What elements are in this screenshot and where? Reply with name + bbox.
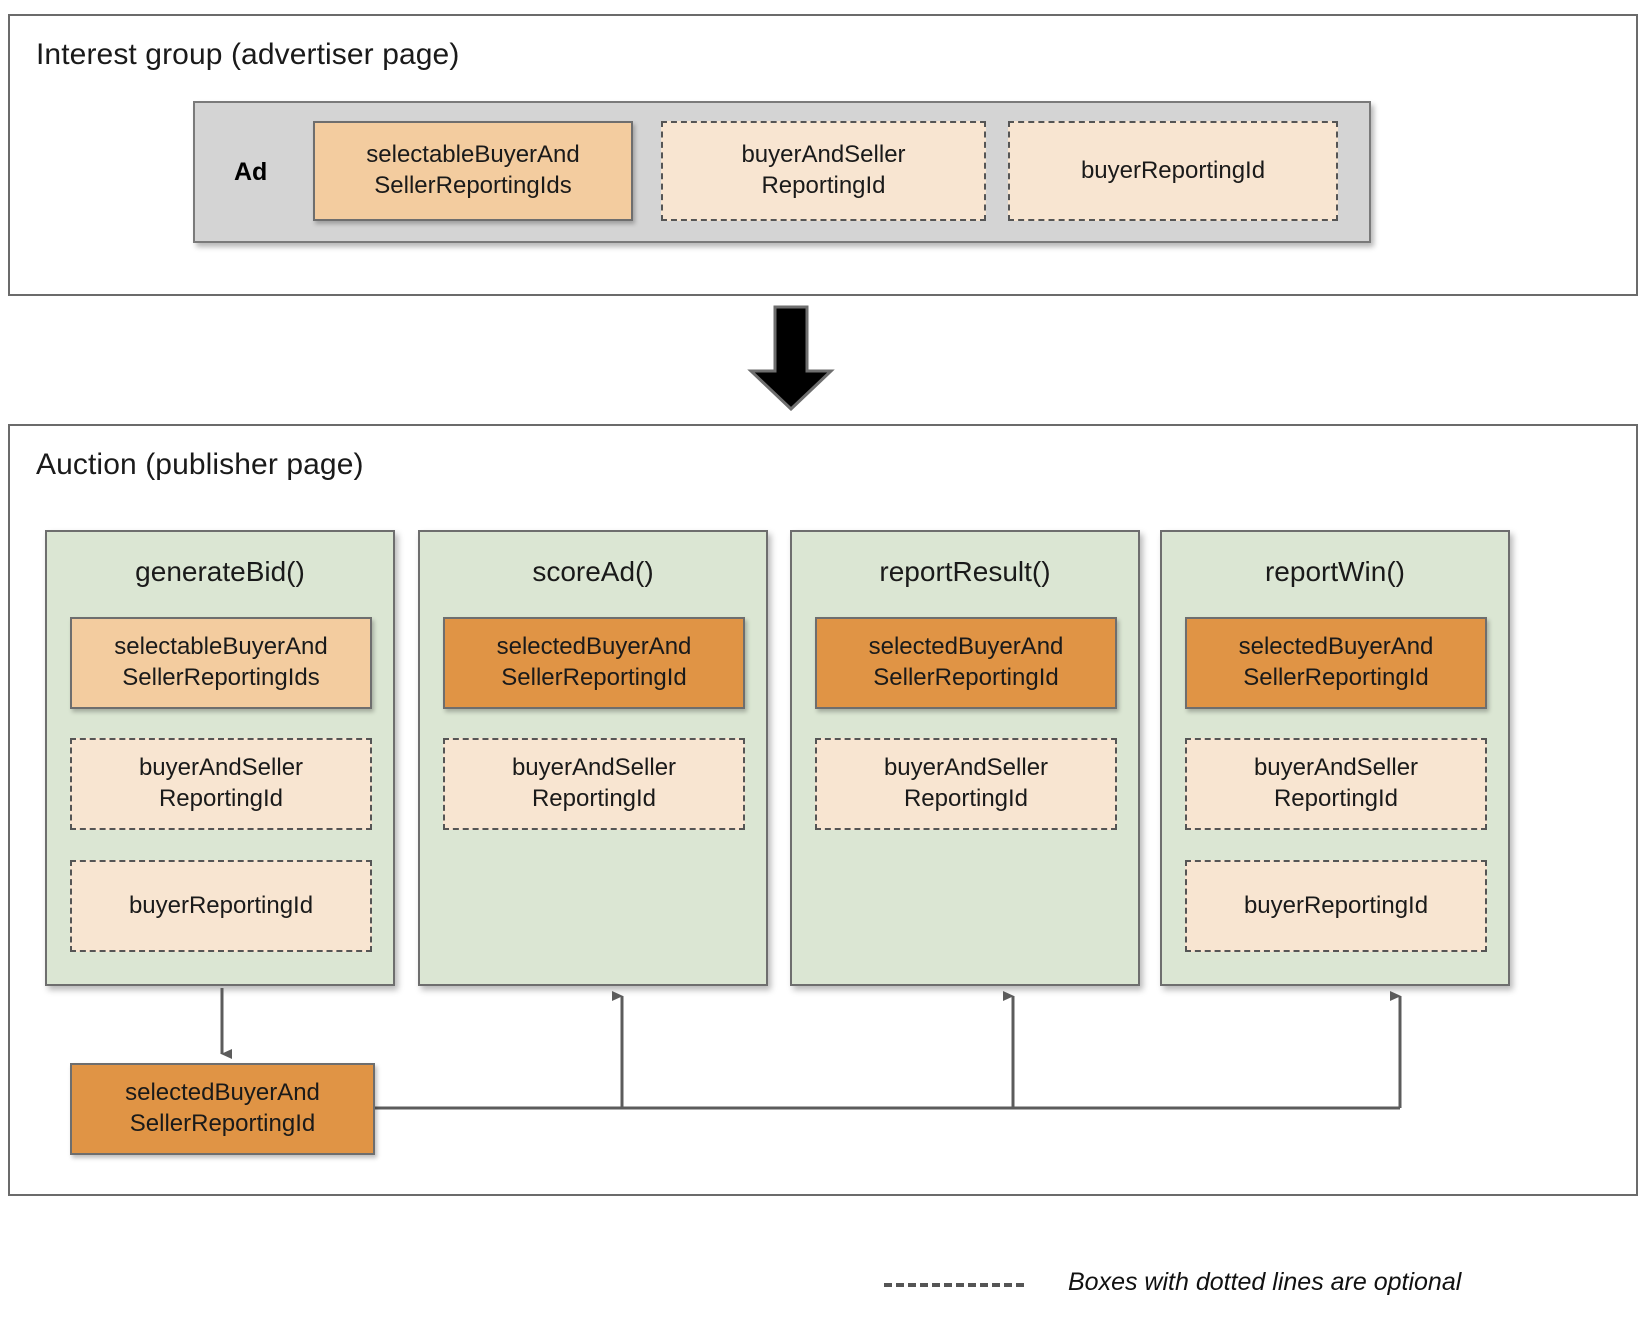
ig-box-buyer-reporting-id: buyerReportingId	[1008, 121, 1338, 221]
function-title-report-result: reportResult()	[879, 556, 1051, 587]
auction-title: Auction (publisher page)	[36, 448, 364, 481]
rr-box-0-label: selectedBuyerAnd SellerReportingId	[868, 633, 1064, 691]
rr-box-buyer-and-seller-reporting-id: buyerAndSeller ReportingId	[815, 738, 1117, 830]
interest-group-title: Interest group (advertiser page)	[36, 38, 460, 71]
ig-box-2-label: buyerReportingId	[1080, 156, 1266, 184]
function-title-report-win: reportWin()	[1264, 556, 1405, 587]
ig-box-1-label: buyerAndSeller ReportingId	[741, 141, 906, 199]
gb-box-buyer-and-seller-reporting-id: buyerAndSeller ReportingId	[70, 738, 372, 830]
ig-box-selectable-buyer-and-seller-reporting-ids: selectableBuyerAnd SellerReportingIds	[313, 121, 633, 221]
gb-box-1-label: buyerAndSeller ReportingId	[138, 754, 304, 812]
gb-box-2-label: buyerReportingId	[128, 891, 314, 919]
sa-box-0-label: selectedBuyerAnd SellerReportingId	[496, 633, 692, 691]
sa-box-selected-buyer-and-seller-reporting-id: selectedBuyerAnd SellerReportingId	[443, 617, 745, 709]
ad-label: Ad	[234, 158, 268, 186]
rr-box-selected-buyer-and-seller-reporting-id: selectedBuyerAnd SellerReportingId	[815, 617, 1117, 709]
gb-box-buyer-reporting-id: buyerReportingId	[70, 860, 372, 952]
function-title-score-ad: scoreAd()	[532, 556, 654, 587]
ig-box-buyer-and-seller-reporting-id: buyerAndSeller ReportingId	[661, 121, 986, 221]
rw-box-0-label: selectedBuyerAnd SellerReportingId	[1238, 633, 1434, 691]
gb-box-0-label: selectableBuyerAnd SellerReportingIds	[114, 633, 328, 691]
output-box-label: selectedBuyerAnd SellerReportingId	[125, 1079, 320, 1137]
rr-box-1-label: buyerAndSeller ReportingId	[883, 754, 1049, 812]
legend-dashed-sample	[884, 1283, 1024, 1287]
output-box-selected-buyer-and-seller-reporting-id: selectedBuyerAnd SellerReportingId	[70, 1063, 375, 1155]
rw-box-1-label: buyerAndSeller ReportingId	[1253, 754, 1419, 812]
legend-label: Boxes with dotted lines are optional	[1068, 1268, 1462, 1296]
ig-box-0-label: selectableBuyerAnd SellerReportingIds	[366, 141, 580, 199]
rw-box-buyer-and-seller-reporting-id: buyerAndSeller ReportingId	[1185, 738, 1487, 830]
rw-box-buyer-reporting-id: buyerReportingId	[1185, 860, 1487, 952]
function-title-generate-bid: generateBid()	[135, 556, 305, 587]
rw-box-2-label: buyerReportingId	[1243, 891, 1429, 919]
down-arrow-icon	[747, 305, 835, 411]
sa-box-buyer-and-seller-reporting-id: buyerAndSeller ReportingId	[443, 738, 745, 830]
sa-box-1-label: buyerAndSeller ReportingId	[511, 754, 677, 812]
rw-box-selected-buyer-and-seller-reporting-id: selectedBuyerAnd SellerReportingId	[1185, 617, 1487, 709]
gb-box-selectable-buyer-and-seller-reporting-ids: selectableBuyerAnd SellerReportingIds	[70, 617, 372, 709]
